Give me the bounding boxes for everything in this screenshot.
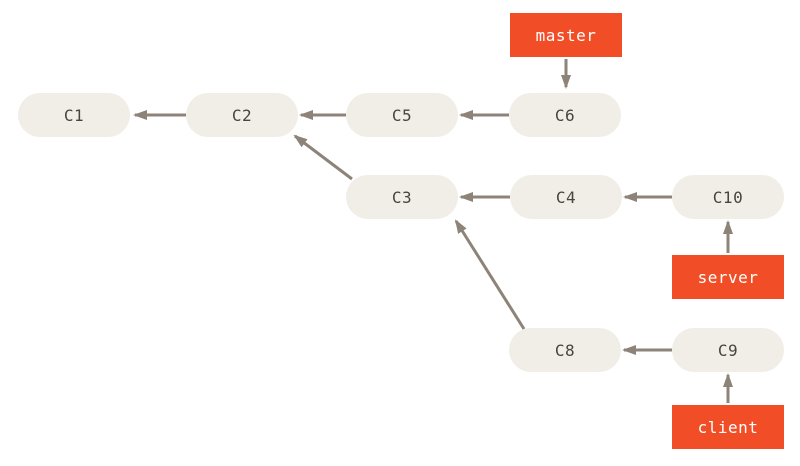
branch-ref-server: server [672,255,784,299]
branch-ref-master: master [510,13,622,57]
branch-ref-label: client [697,417,759,437]
commit-node-c4: C4 [510,175,622,219]
commit-node-c8: C8 [509,328,621,372]
commit-label: C2 [231,105,253,125]
branch-ref-client: client [672,405,784,449]
commit-label: C8 [554,340,576,360]
branch-ref-label: master [535,25,597,45]
commit-node-c10: C10 [672,175,784,219]
commit-label: C6 [554,105,576,125]
commit-label: C4 [555,187,577,207]
edge-c8-c3 [454,219,526,330]
commit-label: C9 [717,340,739,360]
commit-node-c1: C1 [18,93,130,137]
branch-ref-label: server [697,267,759,287]
edge-c3-c2 [293,134,353,181]
commit-node-c6: C6 [509,93,621,137]
commit-label: C1 [63,105,85,125]
commit-node-c2: C2 [186,93,298,137]
commit-node-c3: C3 [346,175,458,219]
commit-node-c9: C9 [672,328,784,372]
commit-label: C10 [712,187,744,207]
commit-label: C5 [391,105,413,125]
commit-node-c5: C5 [346,93,458,137]
commit-label: C3 [391,187,413,207]
